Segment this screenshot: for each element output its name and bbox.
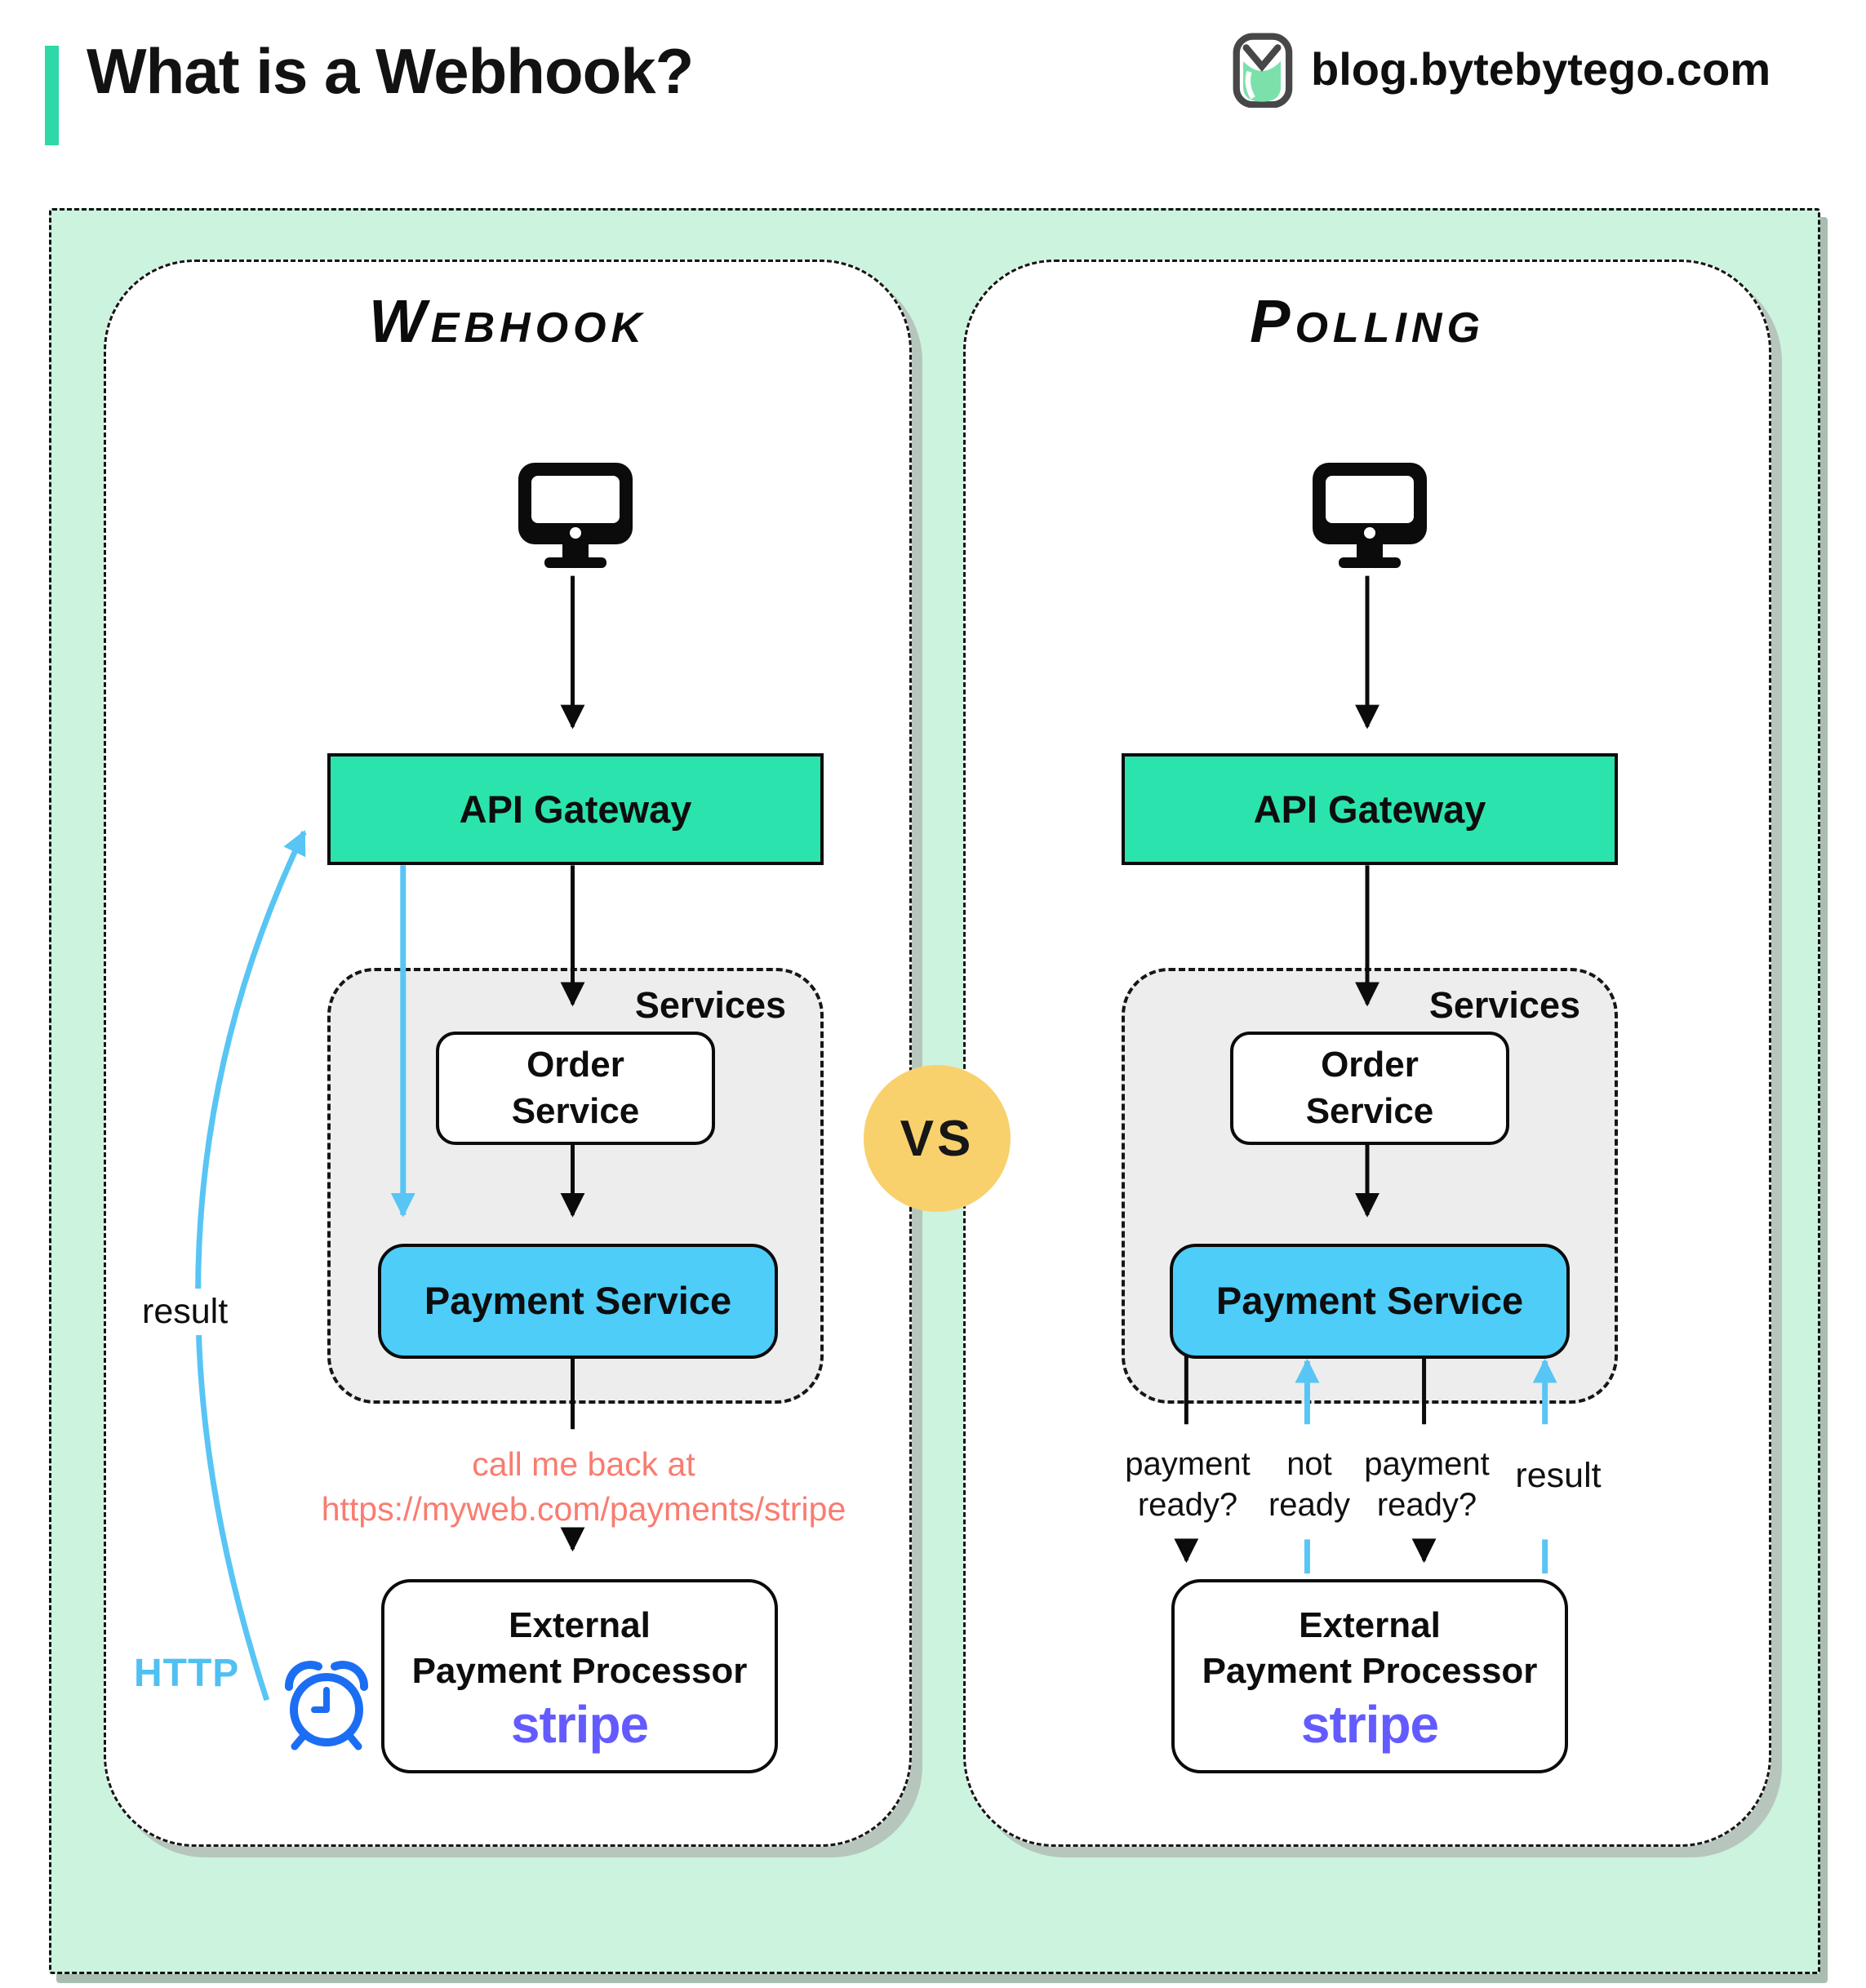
desktop-computer-icon — [1313, 463, 1427, 568]
logo-highlight — [1245, 70, 1255, 100]
monitor-base — [544, 557, 606, 568]
poll-label-result: result — [1515, 1456, 1602, 1495]
polling-panel: Polling API Gateway Services Order Servi… — [963, 260, 1771, 1847]
result-annotation: result — [129, 1289, 242, 1335]
api-gateway-label: API Gateway — [1253, 788, 1486, 831]
arrow-http-result-callback — [195, 829, 307, 1702]
alarm-bell-left — [285, 1661, 322, 1691]
external-line2: Payment Processor — [1202, 1651, 1538, 1692]
vs-label: VS — [900, 1110, 975, 1167]
services-group-label: Services — [634, 984, 786, 1026]
vs-badge: VS — [864, 1065, 1011, 1212]
http-annotation: HTTP — [134, 1652, 240, 1695]
alarm-bell-right — [331, 1661, 368, 1691]
external-payment-processor-box: External Payment Processor stripe — [381, 1579, 778, 1773]
monitor-neck — [1357, 544, 1383, 559]
webhook-panel-title: Webhook — [368, 287, 647, 355]
api-gateway-box: API Gateway — [1122, 753, 1618, 865]
poll-label-line1: not — [1286, 1446, 1332, 1482]
poll-label-line2: ready? — [1376, 1487, 1477, 1523]
order-service-line1: Order — [1321, 1045, 1419, 1085]
external-line1: External — [509, 1604, 651, 1645]
payment-service-box: Payment Service — [1170, 1244, 1570, 1359]
monitor-camera-dot — [570, 527, 581, 539]
external-line2: Payment Processor — [411, 1651, 748, 1692]
callback-annotation: call me back at https://myweb.com/paymen… — [257, 1442, 910, 1532]
order-service-line2: Service — [511, 1090, 640, 1131]
title-accent-bar — [45, 46, 59, 145]
bytebytego-logo-icon — [1233, 33, 1293, 108]
api-gateway-label: API Gateway — [459, 788, 692, 831]
stripe-logo: stripe — [510, 1694, 649, 1754]
monitor-neck — [562, 544, 589, 559]
monitor-base — [1339, 557, 1401, 568]
order-service-line1: Order — [526, 1045, 624, 1085]
poll-label-not-ready: not ready — [1211, 1444, 1407, 1525]
webhook-panel: Webhook API Gateway Services Order Servi… — [104, 260, 912, 1847]
polling-panel-title: Polling — [1250, 287, 1485, 355]
monitor-screen — [1326, 476, 1414, 523]
callback-line1: call me back at — [472, 1445, 695, 1483]
page-title: What is a Webhook? — [87, 35, 694, 107]
monitor-camera-dot — [1364, 527, 1375, 539]
desktop-computer-icon — [518, 463, 633, 568]
site-url: blog.bytebytego.com — [1311, 43, 1771, 95]
logo-check — [1242, 44, 1282, 72]
poll-label-line2: ready? — [1137, 1487, 1238, 1523]
alarm-hands — [311, 1687, 330, 1713]
api-gateway-box: API Gateway — [327, 753, 824, 865]
payment-service-label: Payment Service — [1215, 1279, 1524, 1323]
callback-line2: https://myweb.com/payments/stripe — [321, 1490, 846, 1528]
payment-service-label: Payment Service — [424, 1279, 732, 1323]
external-line1: External — [1299, 1604, 1441, 1645]
services-group-label: Services — [1428, 984, 1580, 1026]
monitor-screen — [531, 476, 620, 523]
external-payment-processor-box: External Payment Processor stripe — [1171, 1579, 1568, 1773]
poll-label-line2: ready — [1268, 1487, 1351, 1523]
payment-service-box: Payment Service — [378, 1244, 778, 1359]
poll-label-payment-ready-1: payment ready? — [1090, 1444, 1286, 1525]
poll-label-line1: payment — [1364, 1446, 1490, 1482]
poll-label-payment-ready-2: payment ready? — [1329, 1444, 1525, 1525]
order-service-box: Order Service — [1230, 1032, 1509, 1145]
order-service-box: Order Service — [436, 1032, 715, 1145]
alarm-clock-icon — [285, 1661, 368, 1751]
poll-label-line1: payment — [1125, 1446, 1251, 1482]
stripe-logo: stripe — [1300, 1694, 1439, 1754]
order-service-line2: Service — [1305, 1090, 1434, 1131]
alarm-legs — [291, 1733, 362, 1751]
